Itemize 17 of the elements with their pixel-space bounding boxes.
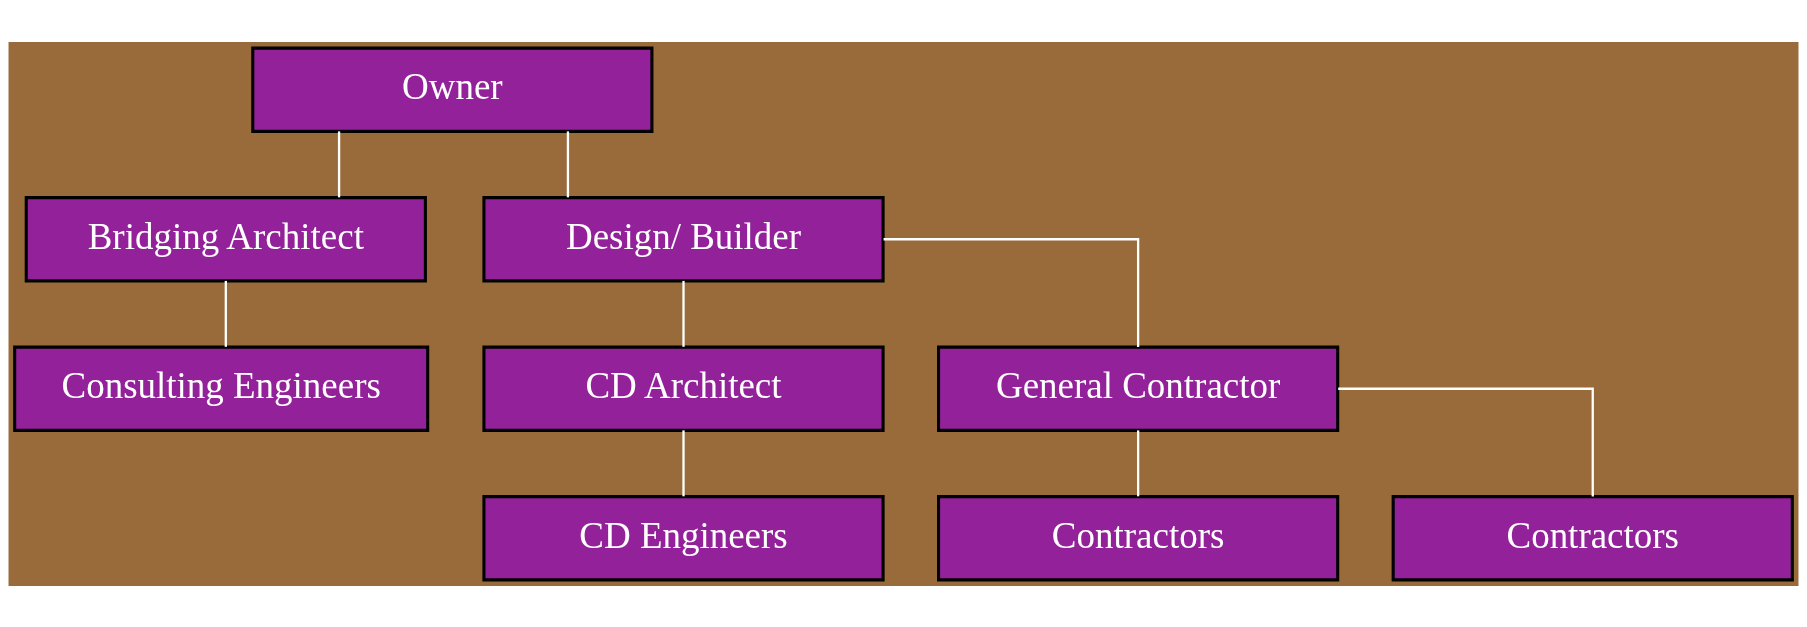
connector	[224, 280, 227, 347]
node-box: Consulting Engineers	[13, 345, 430, 432]
node-box: Contractors	[1391, 494, 1794, 581]
connector	[1338, 387, 1594, 497]
node-box: Owner	[251, 46, 654, 133]
connector	[1136, 429, 1140, 496]
node-box: Design/ Builder	[482, 195, 885, 282]
connector	[337, 130, 341, 197]
connector	[682, 429, 685, 496]
connector	[566, 130, 570, 197]
node-box: Contractors	[937, 494, 1340, 581]
node-box: General Contractor	[937, 345, 1340, 432]
connector	[682, 280, 685, 347]
node-box: CD Engineers	[482, 494, 885, 581]
connector	[883, 237, 1140, 347]
node-box: CD Architect	[482, 345, 885, 432]
node-box: Bridging Architect	[24, 195, 427, 282]
